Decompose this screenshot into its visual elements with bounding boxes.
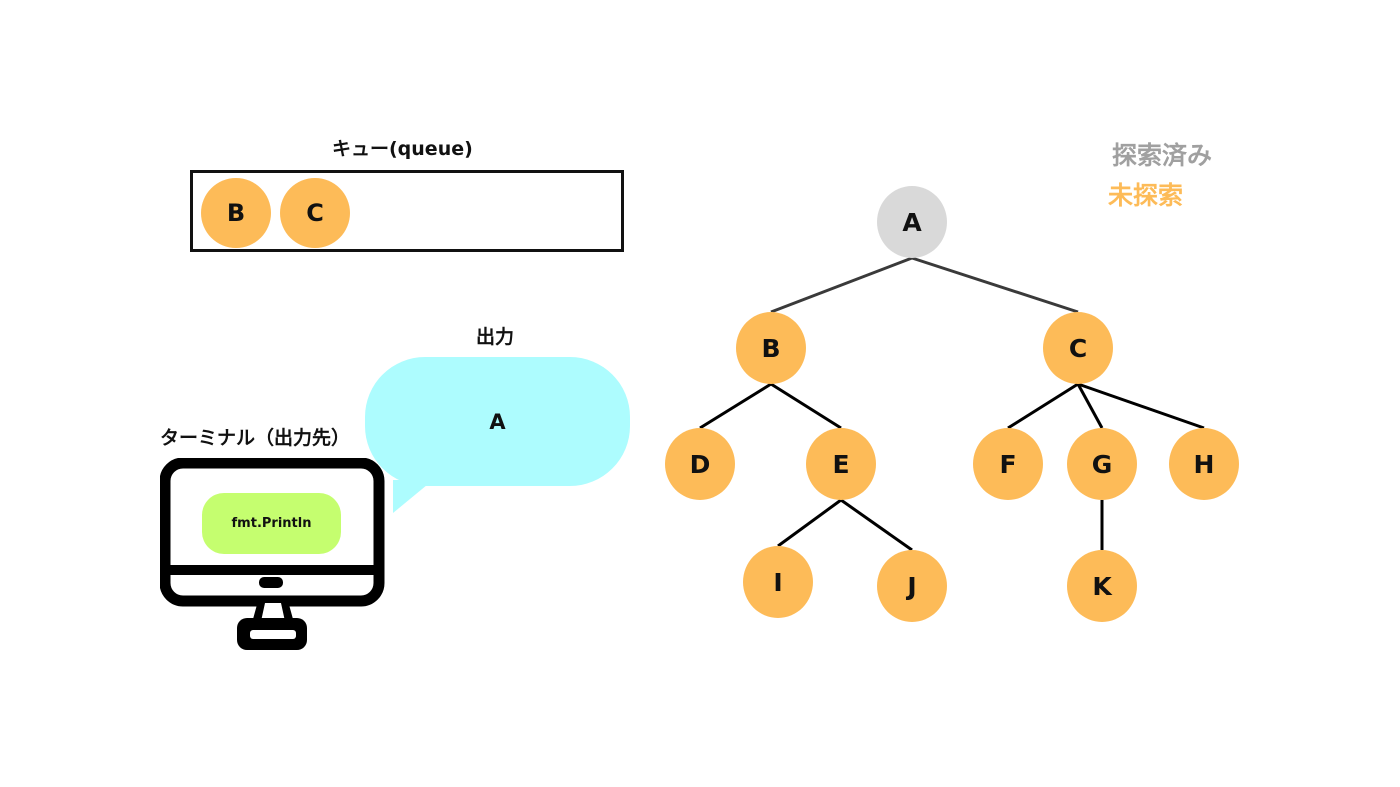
node-label: K	[1092, 572, 1113, 601]
tree-edge-B-E	[770, 382, 842, 430]
node-label: C	[1069, 334, 1087, 363]
tree-node-G: G	[1067, 428, 1137, 500]
output-value: A	[489, 409, 506, 434]
tree-node-B: B	[736, 312, 806, 384]
node-label: I	[773, 568, 782, 597]
legend-unexplored: 未探索	[1108, 181, 1184, 210]
node-label: J	[905, 572, 916, 601]
tree-edge-A-B	[770, 256, 913, 314]
node-circle	[1067, 428, 1137, 500]
node-label: D	[690, 450, 711, 479]
tree-node-D: D	[665, 428, 735, 500]
tree-edge-E-I	[777, 498, 842, 548]
speech-bubble	[365, 357, 630, 486]
tree-edge-B-D	[699, 382, 772, 430]
node-circle	[806, 428, 876, 500]
tree-edge-C-F	[1007, 382, 1079, 430]
node-circle	[1043, 312, 1113, 384]
node-label: H	[1194, 450, 1215, 479]
tree-edge-A-C	[911, 256, 1079, 314]
node-label: E	[832, 450, 849, 479]
tree-node-K: K	[1067, 550, 1137, 622]
tree-node-I: I	[743, 546, 813, 618]
node-circle	[1067, 550, 1137, 622]
tree-edge-C-H	[1077, 382, 1205, 430]
terminal-title: ターミナル（出力先）	[160, 427, 351, 449]
queue-item: B	[201, 178, 271, 248]
node-circle	[665, 428, 735, 500]
node-circle	[743, 546, 813, 618]
node-circle	[973, 428, 1043, 500]
queue-box: B C	[190, 170, 624, 252]
queue-title: キュー(queue)	[332, 138, 473, 160]
tree-node-H: H	[1169, 428, 1239, 500]
queue-item: C	[280, 178, 350, 248]
node-label: F	[999, 450, 1016, 479]
tree-node-J: J	[877, 550, 947, 622]
tree-node-E: E	[806, 428, 876, 500]
tree-node-C: C	[1043, 312, 1113, 384]
node-label: A	[902, 208, 922, 237]
node-circle	[736, 312, 806, 384]
node-label: B	[761, 334, 780, 363]
code-label: fmt.Println	[202, 493, 341, 554]
node-circle	[1169, 428, 1239, 500]
tree-node-A: A	[877, 186, 947, 258]
node-circle	[877, 186, 947, 258]
tree-edge-C-G	[1076, 383, 1104, 429]
node-label: G	[1092, 450, 1113, 479]
legend-explored: 探索済み	[1112, 141, 1213, 170]
node-circle	[877, 550, 947, 622]
speech-bubble-tail	[393, 480, 433, 513]
tree-edge-E-J	[840, 498, 913, 552]
output-title: 出力	[476, 326, 515, 348]
tree-node-F: F	[973, 428, 1043, 500]
